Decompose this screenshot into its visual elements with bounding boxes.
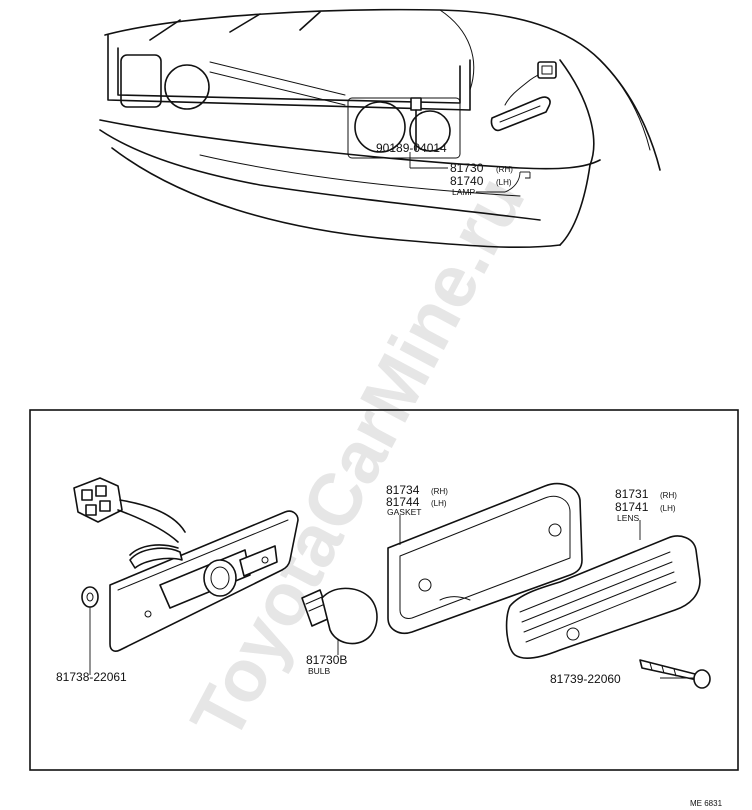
- screw-81739: [639, 659, 711, 689]
- gasket-rh-part-number: 81734: [386, 483, 420, 497]
- lamp-rh-side: (RH): [496, 165, 513, 174]
- lens: [505, 520, 701, 659]
- lamp-lh-part-number: 81740: [450, 174, 484, 188]
- bolt-90189: [410, 97, 422, 151]
- lamp-rh-part-number: 81730: [450, 161, 484, 175]
- watermark: ToyotaCarMine.ru: [174, 163, 540, 753]
- bulb-caption: BULB: [308, 666, 331, 676]
- gasket-caption: GASKET: [387, 507, 421, 517]
- gasket-rh-side: (RH): [431, 487, 448, 496]
- lamp-caption: LAMP: [452, 187, 475, 197]
- gasket: [387, 482, 583, 634]
- lens-caption: LENS: [617, 513, 640, 523]
- lens-rh-part-number: 81731: [615, 487, 649, 501]
- lens-lh-part-number: 81741: [615, 500, 649, 514]
- lens-lh-side: (LH): [660, 504, 676, 513]
- washer-81738: [81, 586, 99, 675]
- screw-part-number: 81739-22060: [550, 672, 621, 686]
- lamp-lh-side: (LH): [496, 178, 512, 187]
- washer-part-number: 81738-22061: [56, 670, 127, 684]
- car-front-illustration: [99, 8, 661, 249]
- bulb-81730b: [301, 587, 378, 655]
- lens-rh-side: (RH): [660, 491, 677, 500]
- bolt-part-number: 90189-04014: [376, 141, 447, 155]
- gasket-lh-part-number: 81744: [386, 495, 420, 509]
- exploded-view-frame: [29, 409, 739, 771]
- side-marker-lamp-installed: [490, 61, 557, 132]
- lamp-housing: [109, 510, 299, 652]
- top-leaders: [409, 152, 531, 193]
- bulb-part-number: 81730B: [306, 653, 347, 667]
- gasket-lh-side: (LH): [431, 499, 447, 508]
- figure-reference: ME 6831: [690, 799, 723, 808]
- wiring-connector: [73, 477, 186, 556]
